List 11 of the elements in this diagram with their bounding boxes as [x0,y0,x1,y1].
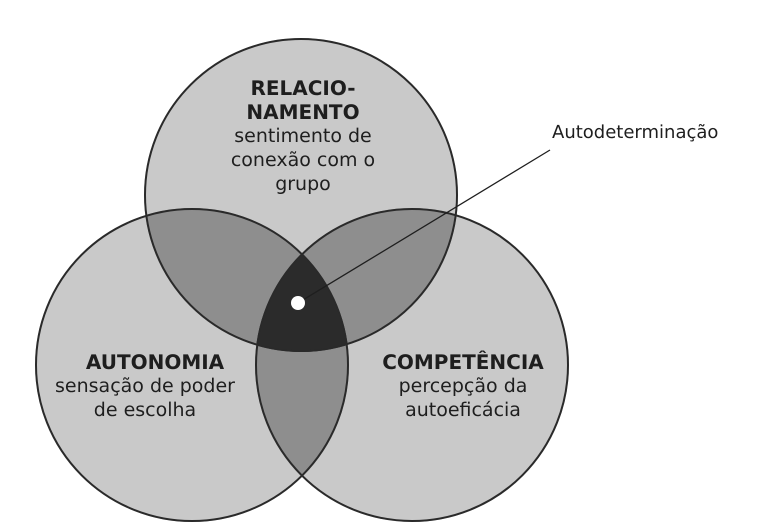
circle-title: AUTONOMIA [84,350,226,374]
leader-line [304,149,550,300]
venn-circle [144,38,458,352]
circle-text: sentimento de conexão com o grupo [230,124,376,196]
venn-circle [255,208,569,522]
callout-label: Autodeterminação [552,122,718,143]
circle-text: percepção da autoeficácia [398,374,528,422]
circle-text: sensação de poder de escolha [55,374,235,422]
circle-title: RELACIO- NAMENTO [245,76,361,124]
circle-title: COMPETÊNCIA [381,350,545,374]
venn-circle [35,208,349,522]
